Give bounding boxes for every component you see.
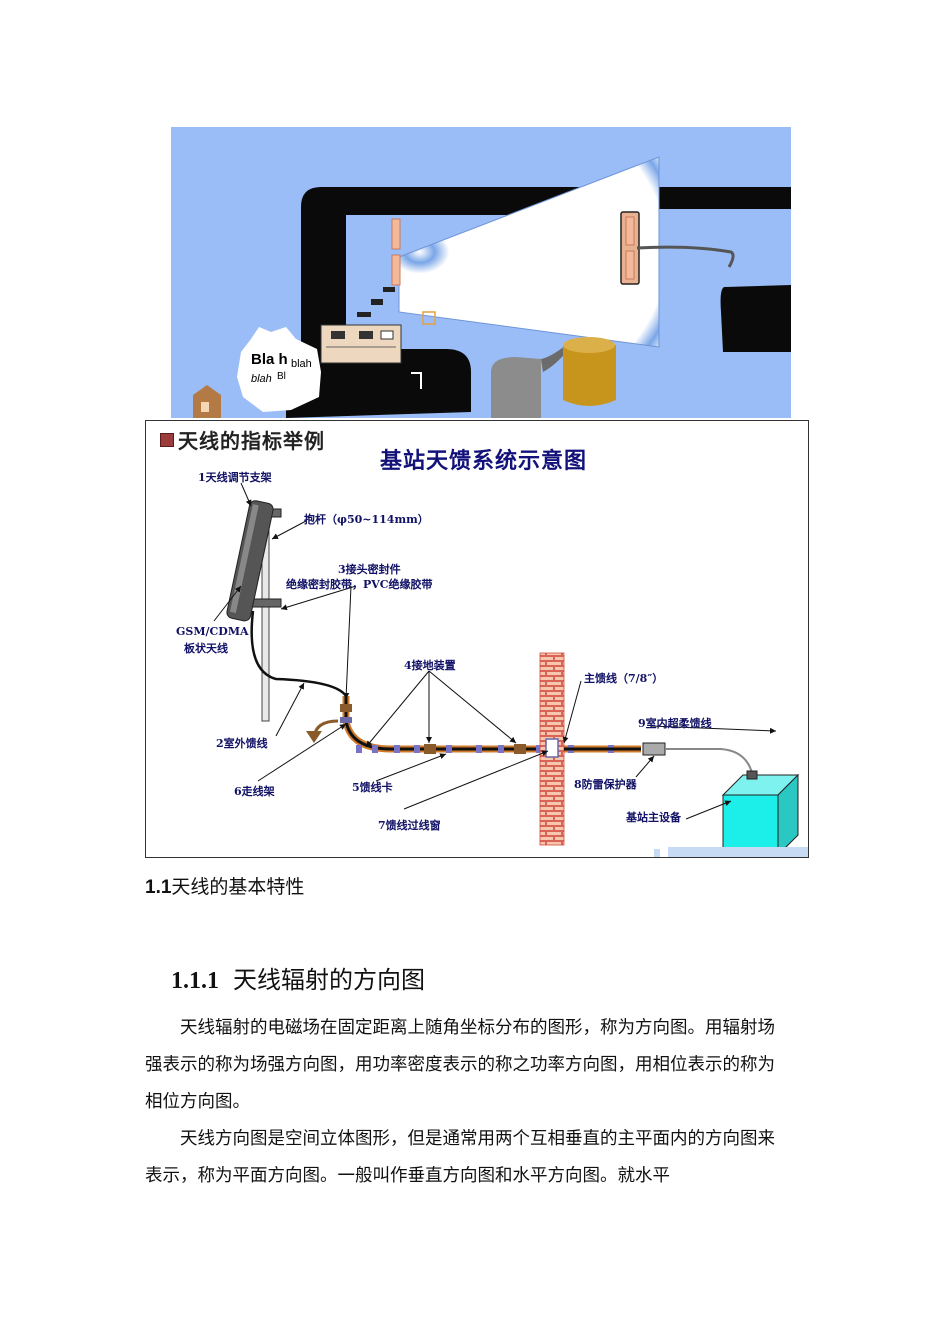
label-outdoor-jumper: 2室外馈线 [216, 737, 268, 750]
feeder-system-drawing [213, 482, 808, 857]
label-pole: 抱杆（φ50~114mm） [304, 513, 429, 526]
blah-text-small: blah [291, 358, 312, 370]
section-number: 1.1 [145, 877, 172, 898]
paragraph-radiation-pattern: 天线辐射的电磁场在固定距离上随角坐标分布的图形，称为方向图。用辐射场强表示的称为… [145, 1018, 775, 1112]
label-bracket: 1天线调节支架 [198, 471, 272, 484]
diagram-title: 基站天馈系统示意图 [380, 448, 588, 474]
subsection-title: 天线辐射的方向图 [233, 966, 425, 994]
blah-text-italic: blah [251, 373, 272, 385]
label-feeder-clip: 5馈线卡 [352, 781, 393, 794]
label-indoor-jumper: 9室内超柔馈线 [638, 717, 712, 730]
label-bts: 基站主设备 [626, 811, 681, 824]
subsection-number: 1.1.1 [171, 968, 219, 994]
base-station-feeder-diagram: 天线的指标举例 基站天馈系统示意图 1天线调节支架 抱杆（φ50~114mm） … [145, 420, 809, 858]
blah-text-fragment: Bl [277, 371, 286, 382]
section-heading: 1.1天线的基本特性 [145, 872, 304, 899]
label-grounding: 4接地装置 [404, 659, 456, 672]
subsection-heading: 1.1.1 天线辐射的方向图 [171, 960, 425, 995]
corner-title: 天线的指标举例 [160, 425, 325, 454]
blah-text-large: Bla h [251, 351, 288, 368]
label-antenna-type: GSM/CDMA [176, 625, 249, 638]
paragraph-plane-pattern: 天线方向图是空间立体图形，但是通常用两个互相垂直的主平面内的方向图来表示，称为平… [145, 1129, 775, 1186]
label-main-feeder: 主馈线（7/8″） [584, 672, 664, 685]
radio-wave-illustration: Bla h blah blah Bl [171, 127, 791, 418]
wave-scene-art [193, 156, 791, 418]
section-title: 天线的基本特性 [171, 876, 305, 898]
label-seal-detail: 绝缘密封胶带，PVC绝缘胶带 [286, 578, 433, 591]
label-feed-window: 7馈线过线窗 [378, 819, 441, 832]
label-seal: 3接头密封件 [338, 563, 401, 576]
label-cable-rack: 6走线架 [234, 785, 275, 798]
corner-title-text: 天线的指标举例 [178, 429, 325, 453]
square-bullet-icon [160, 433, 174, 447]
label-lightning-protector: 8防雷保护器 [574, 778, 637, 791]
label-antenna-name: 板状天线 [184, 642, 228, 655]
